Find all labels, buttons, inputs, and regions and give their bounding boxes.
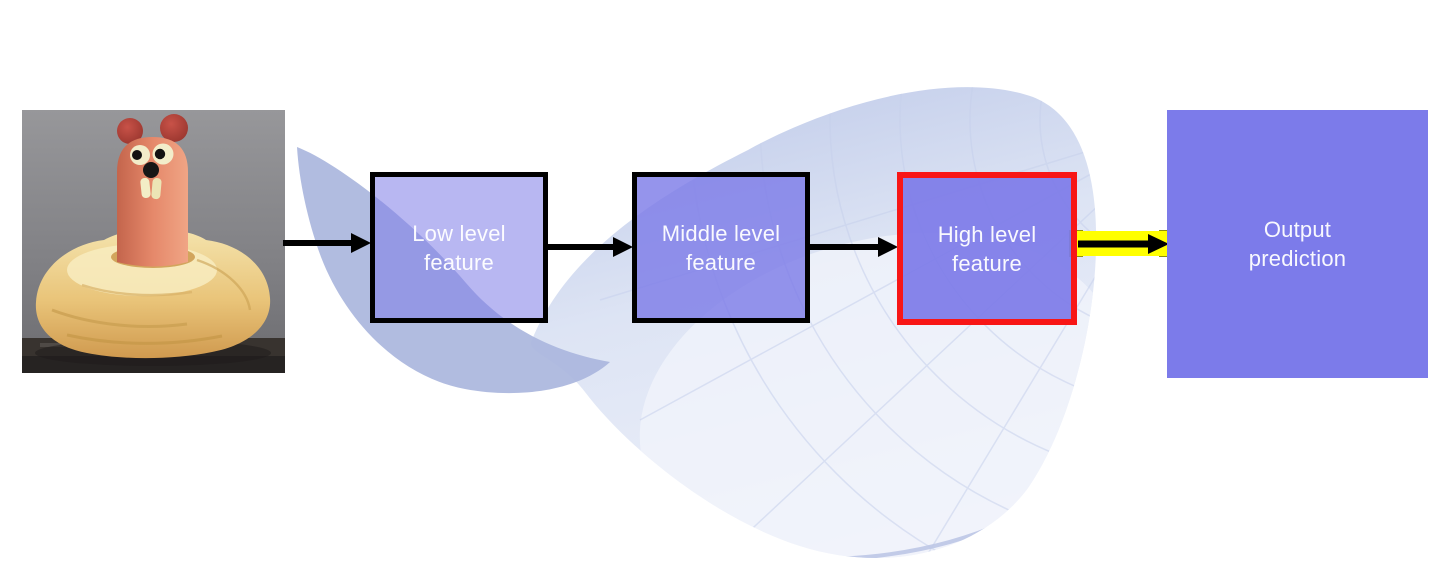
box-label-line1: Low level bbox=[412, 220, 506, 246]
nose bbox=[143, 162, 159, 178]
box-label-line2: feature bbox=[686, 249, 756, 275]
right-tooth bbox=[151, 178, 162, 200]
left-pupil bbox=[132, 150, 142, 160]
box-label-line1: Output bbox=[1263, 217, 1332, 242]
right-berry-ear bbox=[160, 114, 188, 142]
box-label-line2: prediction bbox=[1248, 246, 1347, 271]
sausage-groundhog-photo bbox=[22, 110, 285, 373]
left-tooth bbox=[140, 177, 151, 198]
low-level-feature-box: Low level feature bbox=[370, 172, 548, 323]
sausage-groundhog bbox=[117, 114, 188, 267]
middle-level-feature-box: Middle level feature bbox=[632, 172, 810, 323]
box-label-line1: Middle level bbox=[661, 220, 781, 246]
input-photo bbox=[22, 110, 285, 373]
high-level-feature-box: High level feature bbox=[897, 172, 1077, 325]
arrow-low-to-middle bbox=[548, 237, 633, 257]
right-pupil bbox=[154, 148, 166, 160]
box-label-line2: feature bbox=[952, 250, 1022, 276]
box-label-line2: feature bbox=[424, 249, 494, 275]
arrow-input-to-low bbox=[283, 233, 371, 253]
sausage-body bbox=[117, 137, 188, 267]
highlighted-arrow-high-to-output bbox=[1069, 230, 1173, 257]
arrow-middle-to-high bbox=[810, 237, 898, 257]
box-label-line1: High level bbox=[937, 221, 1037, 247]
left-berry-ear bbox=[117, 118, 143, 144]
output-prediction-box: Output prediction bbox=[1167, 110, 1428, 378]
